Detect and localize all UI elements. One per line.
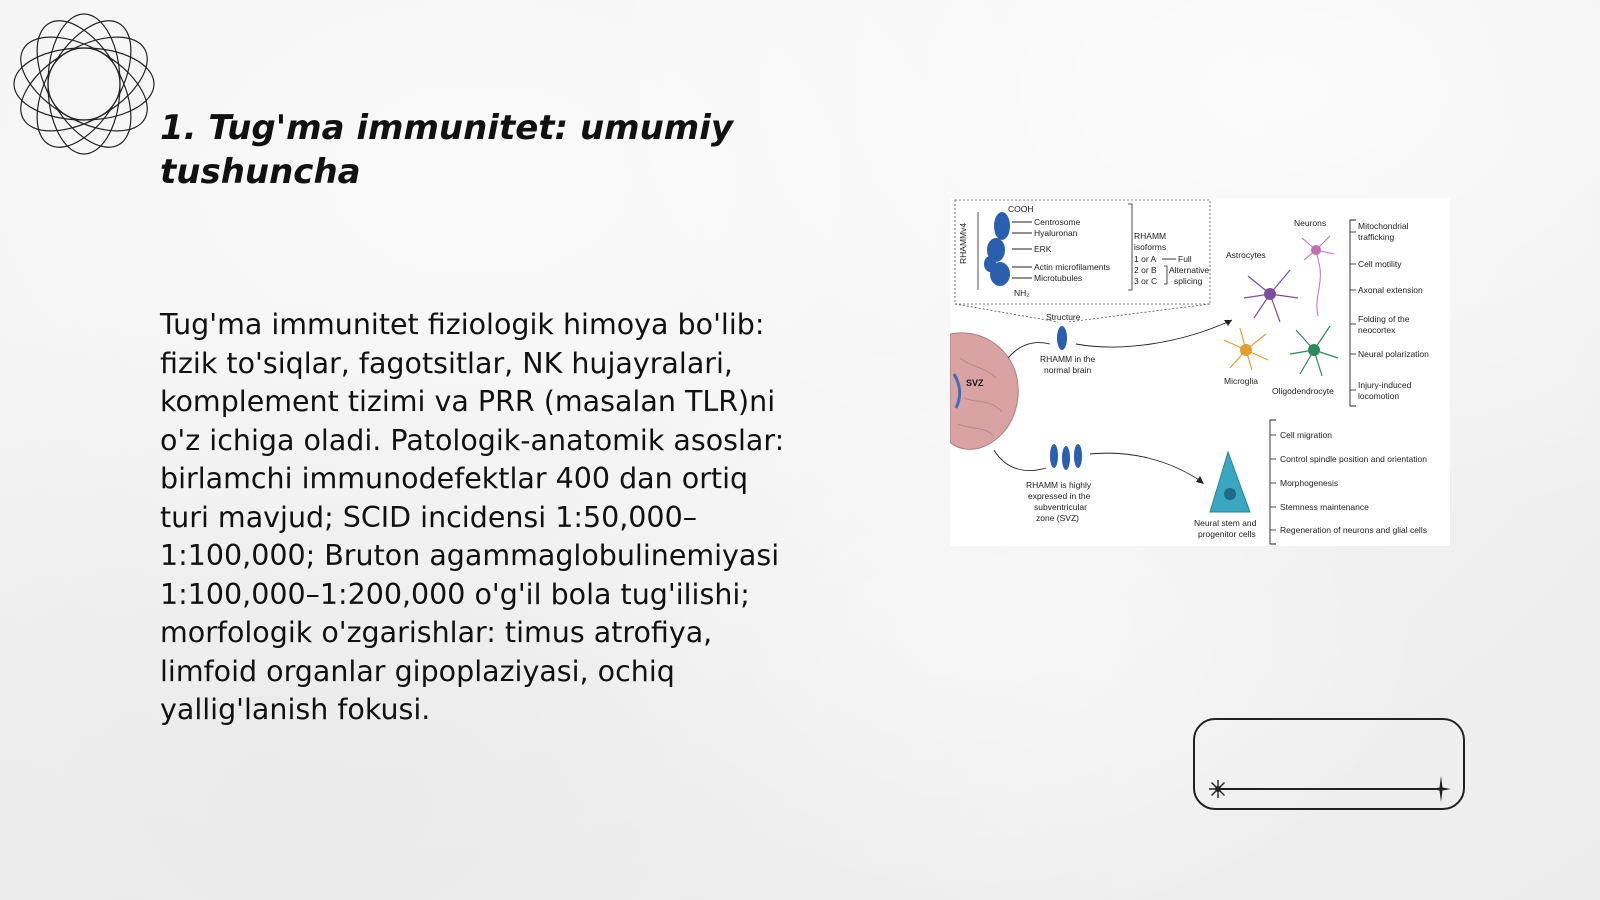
- svz-desc: expressed in the: [1028, 491, 1091, 501]
- svz-label: SVZ: [966, 378, 984, 388]
- function-top: Cell motility: [1358, 259, 1402, 269]
- astrocyte-icon: [1243, 269, 1299, 323]
- rhamm-protein-icon: [984, 212, 1010, 286]
- body-line: yallig'lanish fokusi.: [160, 693, 431, 726]
- function-top: Mitochondrial: [1358, 221, 1409, 231]
- navigation-frame: [1193, 718, 1465, 810]
- microglia-body: [1240, 344, 1252, 356]
- binding-label: Hyaluronan: [1034, 228, 1078, 238]
- isoform-row: 1 or A: [1134, 254, 1157, 264]
- body-line: limfoid organlar gipoplaziyasi, ochiq: [160, 654, 675, 688]
- function-top: trafficking: [1358, 232, 1394, 242]
- isoform-row: 2 or B: [1134, 265, 1157, 275]
- title-line: 1. Tug'ma immunitet: umumiy: [160, 108, 734, 148]
- function-top: locomotion: [1358, 391, 1399, 401]
- circle-ornament-icon: [13, 13, 155, 155]
- neuron-icon: [1301, 235, 1335, 317]
- progress-line: [1217, 788, 1441, 790]
- astrocyte-body: [1264, 288, 1276, 300]
- function-top: Axonal extension: [1358, 285, 1423, 295]
- body-line: komplement tizimi va PRR (masalan TLR)ni: [160, 385, 776, 418]
- function-bottom: Morphogenesis: [1280, 478, 1338, 488]
- structure-box: [954, 199, 1211, 305]
- body-line: o'z ichiga oladi. Patologik-anatomik aso…: [160, 423, 785, 457]
- body-line: Tug'ma immunitet fiziologik himoya bo'li…: [160, 308, 765, 341]
- microglia-label: Microglia: [1224, 376, 1258, 386]
- rhamm-diagram: RHAMMv4 COOH NH₂ Centrosome Hyaluronan E…: [949, 199, 1429, 545]
- isoforms-title: isoforms: [1134, 242, 1166, 252]
- oligodendrocyte-label: Oligodendrocyte: [1272, 386, 1334, 396]
- isoform-alt: Alternative: [1169, 265, 1209, 275]
- function-top: neocortex: [1358, 325, 1396, 335]
- isoforms-title: RHAMM: [1134, 231, 1166, 241]
- body-line: fizik to'siqlar, fagotsitlar, NK hujayra…: [160, 346, 733, 380]
- body-line: turi mavjud; SCID incidensi 1:50,000–: [160, 500, 697, 534]
- isoform-alt: splicing: [1174, 276, 1203, 286]
- starburst-icon: [1209, 780, 1227, 798]
- rhamm-figure: RHAMMv4 COOH NH₂ Centrosome Hyaluronan E…: [949, 198, 1450, 546]
- svz-desc: RHAMM is highly: [1026, 480, 1092, 490]
- astrocytes-label: Astrocytes: [1226, 250, 1266, 260]
- svz-desc: subventricular: [1034, 502, 1087, 512]
- isoform-full: Full: [1178, 254, 1192, 264]
- rhamm-normal-icon: [1057, 326, 1067, 350]
- binding-label: Actin microfilaments: [1034, 262, 1110, 272]
- slide-title: 1. Tug'ma immunitet: umumiy tushuncha: [160, 106, 800, 194]
- binding-label: Centrosome: [1034, 217, 1081, 227]
- sparkle-icon: [1431, 776, 1451, 802]
- stem-cell-icon: [1209, 450, 1251, 513]
- nh2-label: NH₂: [1014, 288, 1030, 298]
- rhammv4-label: RHAMMv4: [958, 223, 968, 264]
- function-top: Injury-induced: [1358, 380, 1412, 390]
- binding-label: ERK: [1034, 244, 1052, 254]
- isoform-row: 3 or C: [1134, 276, 1157, 286]
- structure-label: Structure: [1046, 312, 1081, 322]
- function-bottom: Stemness maintenance: [1280, 502, 1369, 512]
- neurons-label: Neurons: [1294, 218, 1326, 228]
- stem-label: progenitor cells: [1198, 529, 1256, 539]
- rhamm-svz-icon: [1050, 444, 1082, 470]
- stem-label: Neural stem and: [1194, 518, 1257, 528]
- function-bottom: Cell migration: [1280, 430, 1332, 440]
- normal-brain-label: RHAMM in the: [1040, 354, 1096, 364]
- body-line: morfologik o'zgarishlar: timus atrofiya,: [160, 616, 713, 649]
- svz-desc: zone (SVZ): [1036, 513, 1079, 523]
- oligodendrocyte-body: [1308, 344, 1320, 356]
- function-bottom: Regeneration of neurons and glial cells: [1280, 525, 1427, 535]
- title-line: tushuncha: [160, 152, 361, 192]
- oligodendrocyte-icon: [1289, 325, 1339, 377]
- body-line: 1:100,000–1:200,000 o'g'il bola tug'ilis…: [160, 577, 750, 611]
- normal-brain-label: normal brain: [1044, 365, 1092, 375]
- binding-label: Microtubules: [1034, 273, 1082, 283]
- function-bottom: Control spindle position and orientation: [1280, 454, 1427, 464]
- cooh-label: COOH: [1008, 204, 1034, 214]
- microglia-icon: [1223, 327, 1269, 371]
- function-top: Folding of the: [1358, 314, 1410, 324]
- body-line: 1:100,000; Bruton agammaglobulinemiyasi: [160, 539, 780, 572]
- function-top: Neural polarization: [1358, 349, 1429, 359]
- body-paragraph: Tug'ma immunitet fiziologik himoya bo'li…: [160, 306, 830, 730]
- neuron-body: [1311, 245, 1321, 255]
- body-line: birlamchi immunodefektlar 400 dan ortiq: [160, 462, 749, 495]
